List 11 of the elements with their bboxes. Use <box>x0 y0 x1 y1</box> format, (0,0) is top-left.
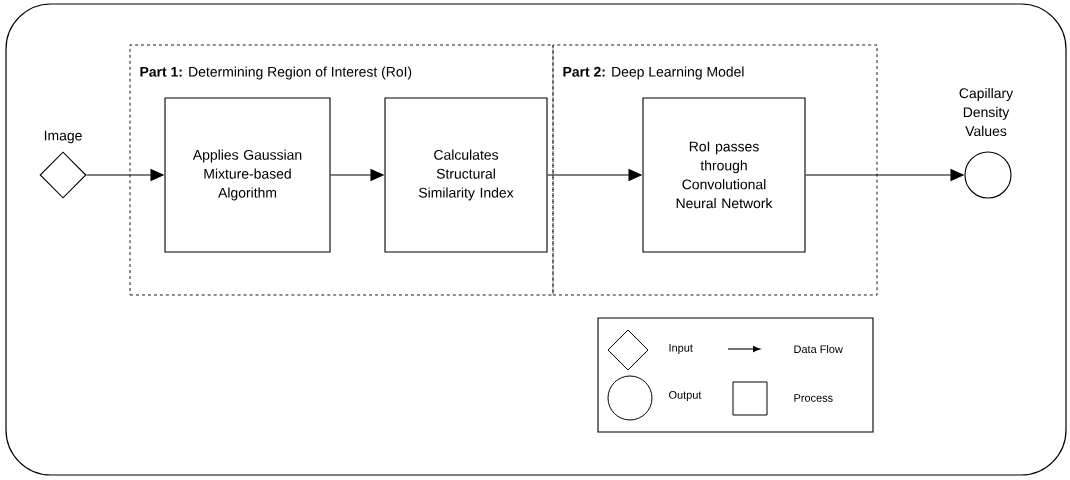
legend-label: Data Flow <box>794 344 843 353</box>
legend-label: Output <box>669 391 702 401</box>
legend-label: Process <box>794 394 833 402</box>
node-label: Capillary Density Values <box>959 87 1014 137</box>
input-diamond <box>39 151 87 199</box>
node-label: Image <box>44 130 82 144</box>
process-box: RoI passes through Convolutional Neural Network <box>642 97 806 253</box>
legend-label: Input <box>669 344 693 354</box>
output-circle <box>964 151 1012 199</box>
process-box: Applies Gaussian Mixture-based Algorithm <box>164 97 331 253</box>
process-box: Calculates Structural Similarity Index <box>384 97 548 253</box>
